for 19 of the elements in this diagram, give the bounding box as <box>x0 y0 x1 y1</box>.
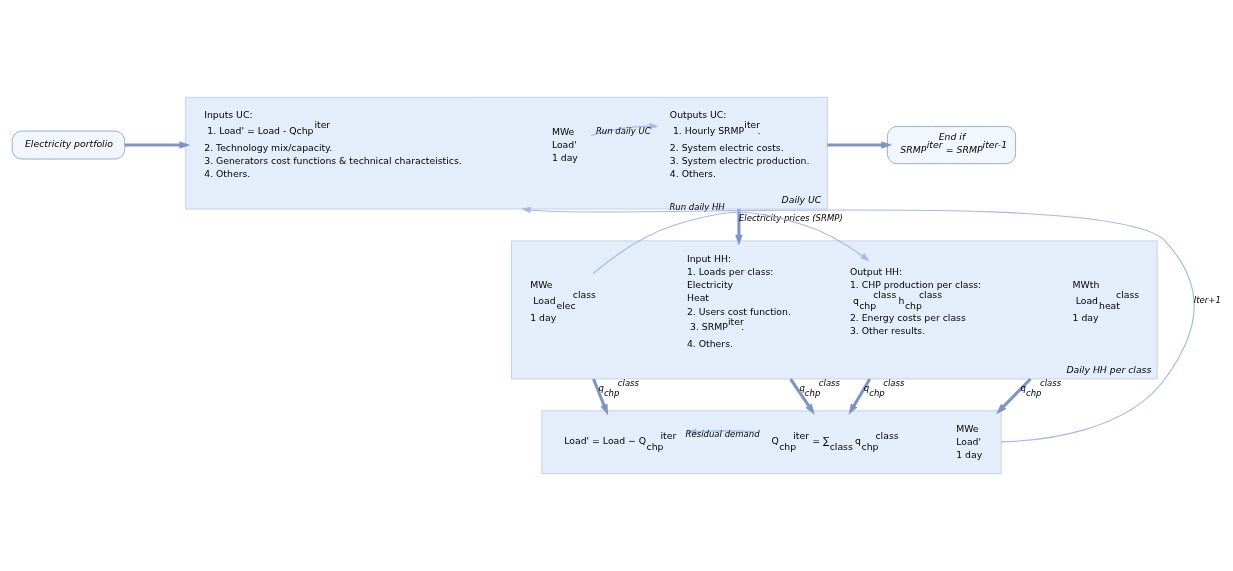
edge-label: Residual demand <box>685 428 760 439</box>
arrow <box>827 141 893 149</box>
arrow <box>735 209 743 246</box>
cluster <box>541 410 1002 475</box>
arrow <box>592 211 870 274</box>
arrow <box>592 378 609 416</box>
node-text: MWe Load' 1 day <box>551 125 578 164</box>
edge-label: Run daily UC <box>595 126 651 137</box>
node-box: Electricity portfolio <box>11 130 126 160</box>
arrow <box>848 378 872 415</box>
arrow <box>789 378 815 415</box>
arrow <box>996 377 1032 415</box>
arrow <box>124 141 191 149</box>
edge-label: Electricity prices (SRMP) <box>738 213 843 224</box>
edge-label: Iter+1 <box>1193 295 1221 306</box>
node-text: MWe Load' 1 day <box>956 422 983 461</box>
arrow <box>590 122 659 137</box>
edge-label: Run daily HH <box>669 201 725 212</box>
arrow <box>521 206 1195 443</box>
